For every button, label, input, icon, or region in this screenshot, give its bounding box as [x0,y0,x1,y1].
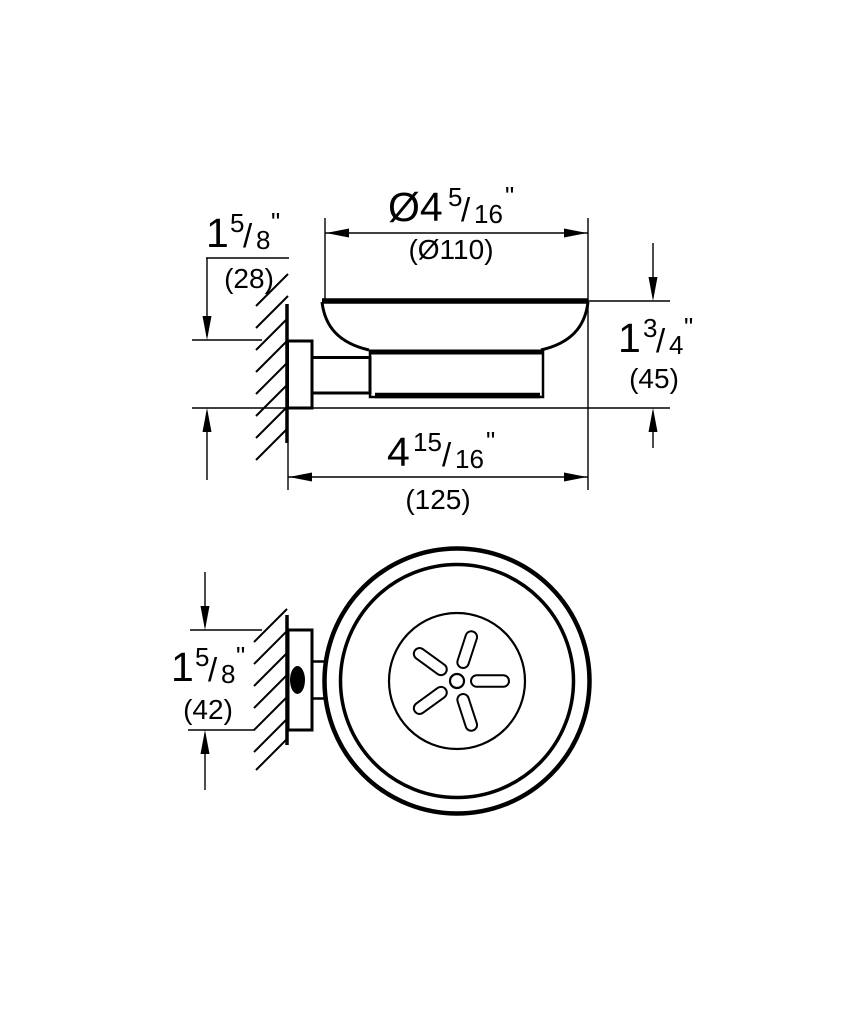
dim-overall-depth-metric: (125) [405,484,470,515]
top-view [253,546,592,816]
dim-wall-offset-whole: 1 [206,210,229,256]
dim-bracket-height-metric: (42) [183,694,233,725]
drain-slot-lower-left [412,685,448,715]
dim-overall-depth-num: 15 [413,427,442,457]
dim-height-label: 1 3 / 4 " (45) [618,312,693,394]
dim-height-unit: " [684,312,693,342]
dim-diameter-num: 5 [448,182,462,212]
drain-slot-right [470,674,510,688]
side-view-wall-bracket [286,339,314,410]
dim-bracket-height-num: 5 [195,642,209,672]
dim-diameter-slash: / [461,191,471,228]
side-view-dimension-lines [288,232,588,478]
dim-overall-depth-label: 4 15 / 16 " (125) [387,426,495,515]
dim-diameter-unit: " [505,181,514,211]
dim-bracket-height-slash: / [208,651,218,688]
dim-wall-offset-metric: (28) [224,263,274,294]
dim-height-whole: 1 [618,315,641,361]
dim-height-slash: / [656,322,666,359]
drain-slot-lower-right [456,693,479,732]
dim-overall-depth-slash: / [442,436,452,473]
top-view-dish-inner-rim [338,562,576,800]
dim-wall-offset-label: 1 5 / 8 " (28) [206,207,280,294]
top-view-drain-well-circle [387,611,527,751]
top-view-mounting-screw [290,666,305,694]
dim-bracket-height-label: 1 5 / 8 " (42) [171,641,245,725]
dim-height-num: 3 [643,313,657,343]
drain-slot-upper-right [456,630,479,669]
dim-diameter-label: Ø4 5 / 16 " (Ø110) [388,181,514,265]
dim-wall-offset-num: 5 [230,208,244,238]
top-view-center-drain-hole [448,672,466,690]
side-view-support-arm [310,356,372,395]
top-view-arm-stubs [312,660,327,700]
drain-slot-upper-left [412,647,448,677]
side-view-dish-right-curve [540,301,590,352]
dim-bracket-height-den: 8 [221,659,235,689]
dim-overall-depth-den: 16 [455,444,484,474]
dim-overall-depth-whole: 4 [387,429,410,475]
dim-diameter-den: 16 [474,199,503,229]
top-view-wall-hatching [253,608,288,771]
dim-bracket-height-whole: 1 [171,644,194,690]
dim-wall-offset-unit: " [271,207,280,237]
side-view-wall-hatching [255,273,289,461]
side-view-dimensions: Ø4 5 / 16 " (Ø110) 1 5 / 8 " (28) 1 3 / [192,181,693,515]
dim-overall-depth-unit: " [486,426,495,456]
top-view-dimensions: 1 5 / 8 " (42) [171,572,262,790]
dim-height-den: 4 [669,330,683,360]
dim-height-metric: (45) [629,363,679,394]
dim-bracket-height-unit: " [236,641,245,671]
dim-diameter-whole: Ø4 [388,184,443,230]
side-view [255,273,590,461]
top-view-drain-slots [412,630,510,732]
top-view-dish-outer-circle [322,546,592,816]
dim-wall-offset-den: 8 [256,225,270,255]
side-view-holder-body [368,349,545,399]
side-view-dish-left-curve [320,301,370,352]
dim-wall-offset-slash: / [243,217,253,254]
top-view-extension-lines [188,572,262,790]
dim-diameter-metric: (Ø110) [408,234,493,265]
